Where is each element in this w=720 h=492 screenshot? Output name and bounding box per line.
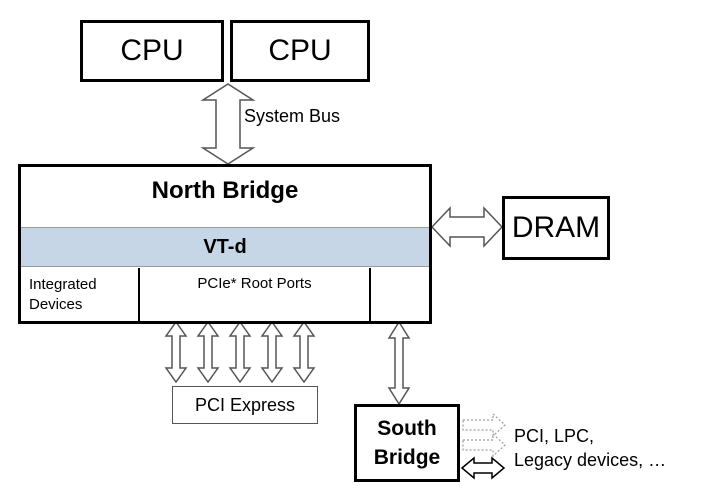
cpu-box: CPU — [230, 20, 370, 82]
cpu-label: CPU — [268, 34, 332, 67]
cpu-box: CPU — [80, 20, 224, 82]
pci-express-label: PCI Express — [194, 394, 296, 415]
pci-lpc-arrow — [462, 412, 506, 438]
vtd-band: VT-d — [21, 227, 429, 267]
legacy-devices-arrow — [460, 456, 506, 480]
north-bridge-box: North Bridge VT-d Integrated Devices PCI… — [18, 164, 432, 324]
dram-box: DRAM — [502, 196, 610, 260]
pcie-lane-arrow — [228, 320, 252, 384]
integrated-devices-label: Integrated Devices — [29, 276, 97, 313]
system-bus-label: System Bus — [244, 106, 341, 126]
cpu-label: CPU — [120, 34, 184, 67]
south-bridge-label: South Bridge — [373, 417, 441, 469]
pcie-lane-arrow — [196, 320, 220, 384]
pci-express-box: PCI Express — [172, 386, 318, 424]
dram-arrow — [430, 206, 504, 248]
pci-lpc-label: PCI, LPC, — [514, 426, 595, 446]
cell-divider — [138, 268, 140, 321]
pcie-root-ports-label: PCIe* Root Ports — [197, 275, 312, 292]
south-bridge-arrow — [387, 320, 411, 406]
legacy-devices-label: Legacy devices, … — [514, 450, 667, 470]
pci-lpc-arrow — [462, 432, 506, 458]
pcie-lane-arrow — [164, 320, 188, 384]
cell-divider — [369, 268, 371, 321]
pcie-lane-arrow — [292, 320, 316, 384]
south-bridge-box: South Bridge — [354, 404, 460, 482]
dram-label: DRAM — [511, 211, 601, 244]
north-bridge-title: North Bridge — [151, 177, 299, 204]
vtd-label: VT-d — [203, 235, 247, 258]
pcie-lane-arrow — [260, 320, 284, 384]
